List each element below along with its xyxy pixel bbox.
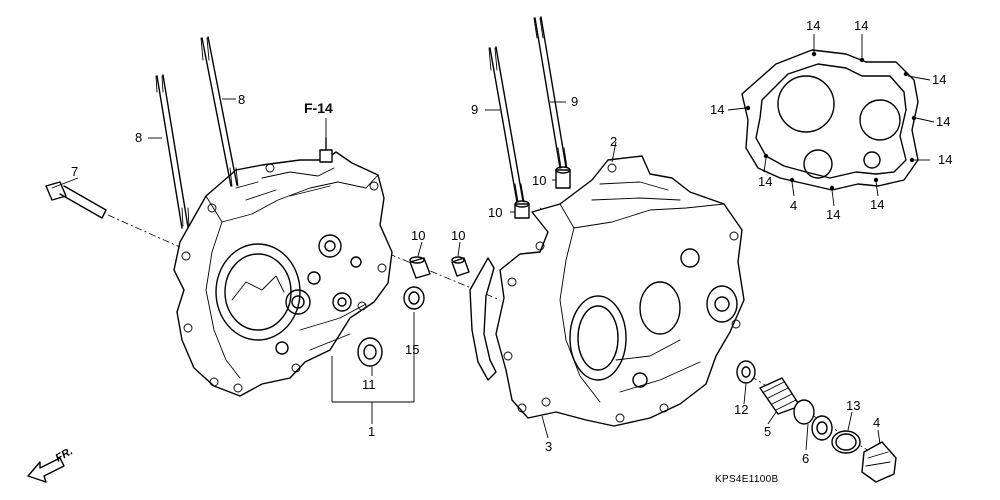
callout-4b: 4 bbox=[873, 415, 880, 430]
stud-bolt-right-long bbox=[533, 16, 568, 169]
front-direction-indicator: FR. bbox=[27, 445, 75, 483]
front-label: FR. bbox=[54, 445, 75, 464]
callout-9b: 9 bbox=[571, 94, 578, 109]
callout-3: 3 bbox=[545, 439, 552, 454]
diagram-code: KPS4E1100B bbox=[715, 474, 778, 485]
callout-11: 11 bbox=[362, 377, 376, 392]
callout-5: 5 bbox=[764, 424, 771, 439]
oil-seal-12 bbox=[736, 360, 756, 384]
oil-seal-11 bbox=[357, 337, 383, 367]
callout-8a: 8 bbox=[135, 130, 142, 145]
side-cover-gasket bbox=[741, 49, 919, 191]
callout-9a: 9 bbox=[471, 102, 478, 117]
callout-14-bottom-right: 14 bbox=[870, 197, 884, 212]
callout-14-top-right: 14 bbox=[854, 18, 868, 33]
left-crankcase-half bbox=[173, 137, 393, 397]
flange-bolt bbox=[45, 181, 107, 219]
dowel-pin-center bbox=[451, 256, 470, 277]
callout-14-right-upper: 14 bbox=[932, 72, 946, 87]
callout-14-bottom: 14 bbox=[826, 207, 840, 222]
callout-13: 13 bbox=[846, 398, 860, 413]
oil-seal-15 bbox=[403, 286, 425, 310]
callout-10d: 10 bbox=[488, 205, 502, 220]
callout-12: 12 bbox=[734, 402, 748, 417]
callout-14-right-mid: 14 bbox=[936, 114, 950, 129]
stud-bolt-right-short bbox=[488, 46, 525, 203]
callout-10c: 10 bbox=[532, 173, 546, 188]
callout-10a: 10 bbox=[411, 228, 425, 243]
center-gasket bbox=[469, 257, 497, 381]
callout-14-top-left: 14 bbox=[806, 18, 820, 33]
front-arrow-icon bbox=[27, 457, 65, 483]
callout-14-right-low: 14 bbox=[938, 152, 952, 167]
reference-f14: F-14 bbox=[304, 100, 333, 116]
callout-15: 15 bbox=[405, 342, 419, 357]
callout-labels: F-14 7 8 8 9 9 2 10 10 10 10 15 11 1 3 1… bbox=[71, 18, 952, 466]
callout-8b: 8 bbox=[238, 92, 245, 107]
o-ring-13 bbox=[831, 430, 861, 454]
callout-2: 2 bbox=[610, 134, 617, 149]
dowel-pin-left bbox=[409, 256, 431, 279]
callout-14-left: 14 bbox=[710, 102, 724, 117]
dowel-pin-lower bbox=[514, 200, 530, 219]
oil-strainer-6 bbox=[793, 399, 833, 441]
callout-14-lower-left: 14 bbox=[758, 174, 772, 189]
callout-10b: 10 bbox=[451, 228, 465, 243]
drain-plug-4 bbox=[861, 441, 897, 483]
stud-bolt-left-long bbox=[200, 36, 239, 187]
stud-bolt-left-short bbox=[155, 74, 190, 229]
callout-1: 1 bbox=[368, 424, 375, 439]
callout-6: 6 bbox=[802, 451, 809, 466]
right-crankcase-half bbox=[495, 155, 745, 427]
callout-4-gasket: 4 bbox=[790, 198, 797, 213]
dowel-pin-upper bbox=[555, 166, 571, 189]
callout-7: 7 bbox=[71, 164, 78, 179]
leader-lines bbox=[51, 34, 935, 451]
